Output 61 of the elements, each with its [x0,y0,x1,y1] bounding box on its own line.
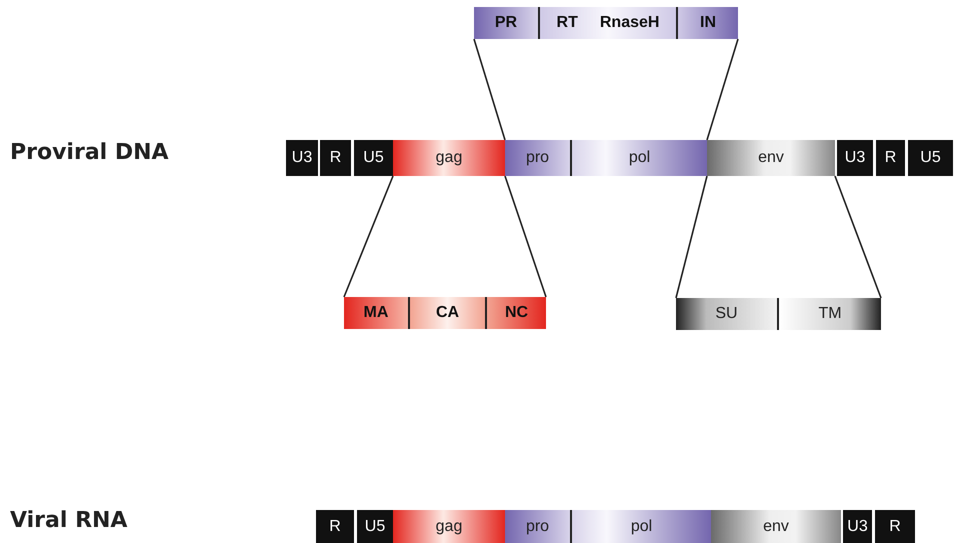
row-title: Proviral DNA [10,140,169,165]
segment-label: pol [628,149,650,167]
protein-segment [474,7,538,39]
segment-label: CA [436,304,460,322]
segment-label: env [763,518,789,536]
gene-segment [711,510,841,543]
expansion-line [675,176,708,298]
segment-label: U5 [920,149,941,167]
segment-label: R [884,149,896,167]
ltr-box [354,140,393,176]
expansion-line [504,176,547,298]
segment-label: U3 [847,518,868,536]
segment-label: pol [630,518,652,536]
segment-label: R [330,149,342,167]
ltr-box [875,510,915,543]
gene-segment [570,140,707,176]
segment-label: TM [818,305,842,323]
gene-segment [505,510,570,543]
row-title: Viral RNA [10,508,128,533]
segment-label: R [329,518,341,536]
ltr-box [843,510,872,543]
ltr-box [320,140,351,176]
ltr-box [876,140,905,176]
expansion-line [473,38,506,140]
protein-segment [344,297,408,329]
gene-segment [393,140,505,176]
segment-label: R [889,518,901,536]
expansion-line [706,38,739,140]
gene-segment [505,140,570,176]
segment-label: env [758,149,784,167]
segment-label: gag [436,518,462,536]
expansion-line [343,176,394,298]
segment-label: NC [504,304,528,322]
ltr-box [357,510,393,543]
segment-label: SU [715,305,738,323]
segment-label: U5 [363,149,384,167]
segment-label: U5 [364,518,386,536]
segment-label: pro [526,149,550,167]
segment-label: RT [556,14,578,32]
protein-segment [676,298,777,330]
protein-segment [408,297,485,329]
segment-label: RnaseH [600,14,660,32]
ltr-box [286,140,318,176]
protein-segment [538,7,676,39]
segment-label: U3 [292,149,312,167]
segment-label: MA [364,304,388,322]
segment-label: pro [526,518,550,536]
gene-segment [707,140,835,176]
gene-segment [393,510,505,543]
segment-label: IN [700,14,716,32]
ltr-box [908,140,953,176]
protein-segment [676,7,738,39]
segment-label: U3 [844,149,866,167]
ltr-box [316,510,354,543]
ltr-box [837,140,873,176]
protein-segment [777,298,881,330]
gene-segment [570,510,711,543]
protein-segment [485,297,546,329]
segment-label: PR [494,14,518,32]
expansion-line [834,176,882,298]
segment-label: gag [436,149,462,167]
